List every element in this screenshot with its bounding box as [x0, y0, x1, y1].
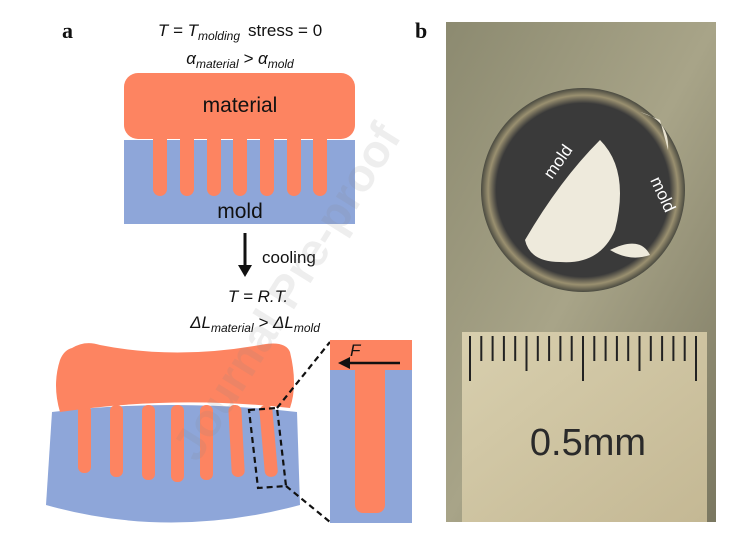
ruler-ticks	[469, 336, 697, 381]
expansion-coefficient-relation: αmaterial > αmold	[186, 49, 294, 71]
exposed-material	[525, 140, 620, 263]
force-label: F	[350, 341, 362, 360]
panel-a-label: a	[62, 18, 73, 43]
bent-material-pillars	[78, 404, 278, 482]
sample-photo: mold mold 0.5mm	[446, 22, 716, 522]
material-label: material	[203, 94, 278, 117]
mold-label: mold	[217, 200, 263, 223]
ruler	[462, 332, 707, 522]
cooling-label: cooling	[262, 248, 316, 267]
material-pillars	[153, 130, 327, 196]
zoom-indicator	[247, 341, 331, 523]
material-block	[124, 73, 355, 139]
inset-pillar	[355, 360, 385, 513]
room-temperature-condition: T = R.T.	[228, 287, 288, 306]
length-change-relation: ΔLmaterial > ΔLmold	[189, 313, 320, 335]
cooling-arrow-icon	[238, 233, 252, 277]
scale-label: 0.5mm	[530, 422, 646, 464]
panel-b-label: b	[415, 18, 427, 43]
bent-material	[56, 343, 294, 412]
force-arrow-icon	[338, 357, 400, 369]
